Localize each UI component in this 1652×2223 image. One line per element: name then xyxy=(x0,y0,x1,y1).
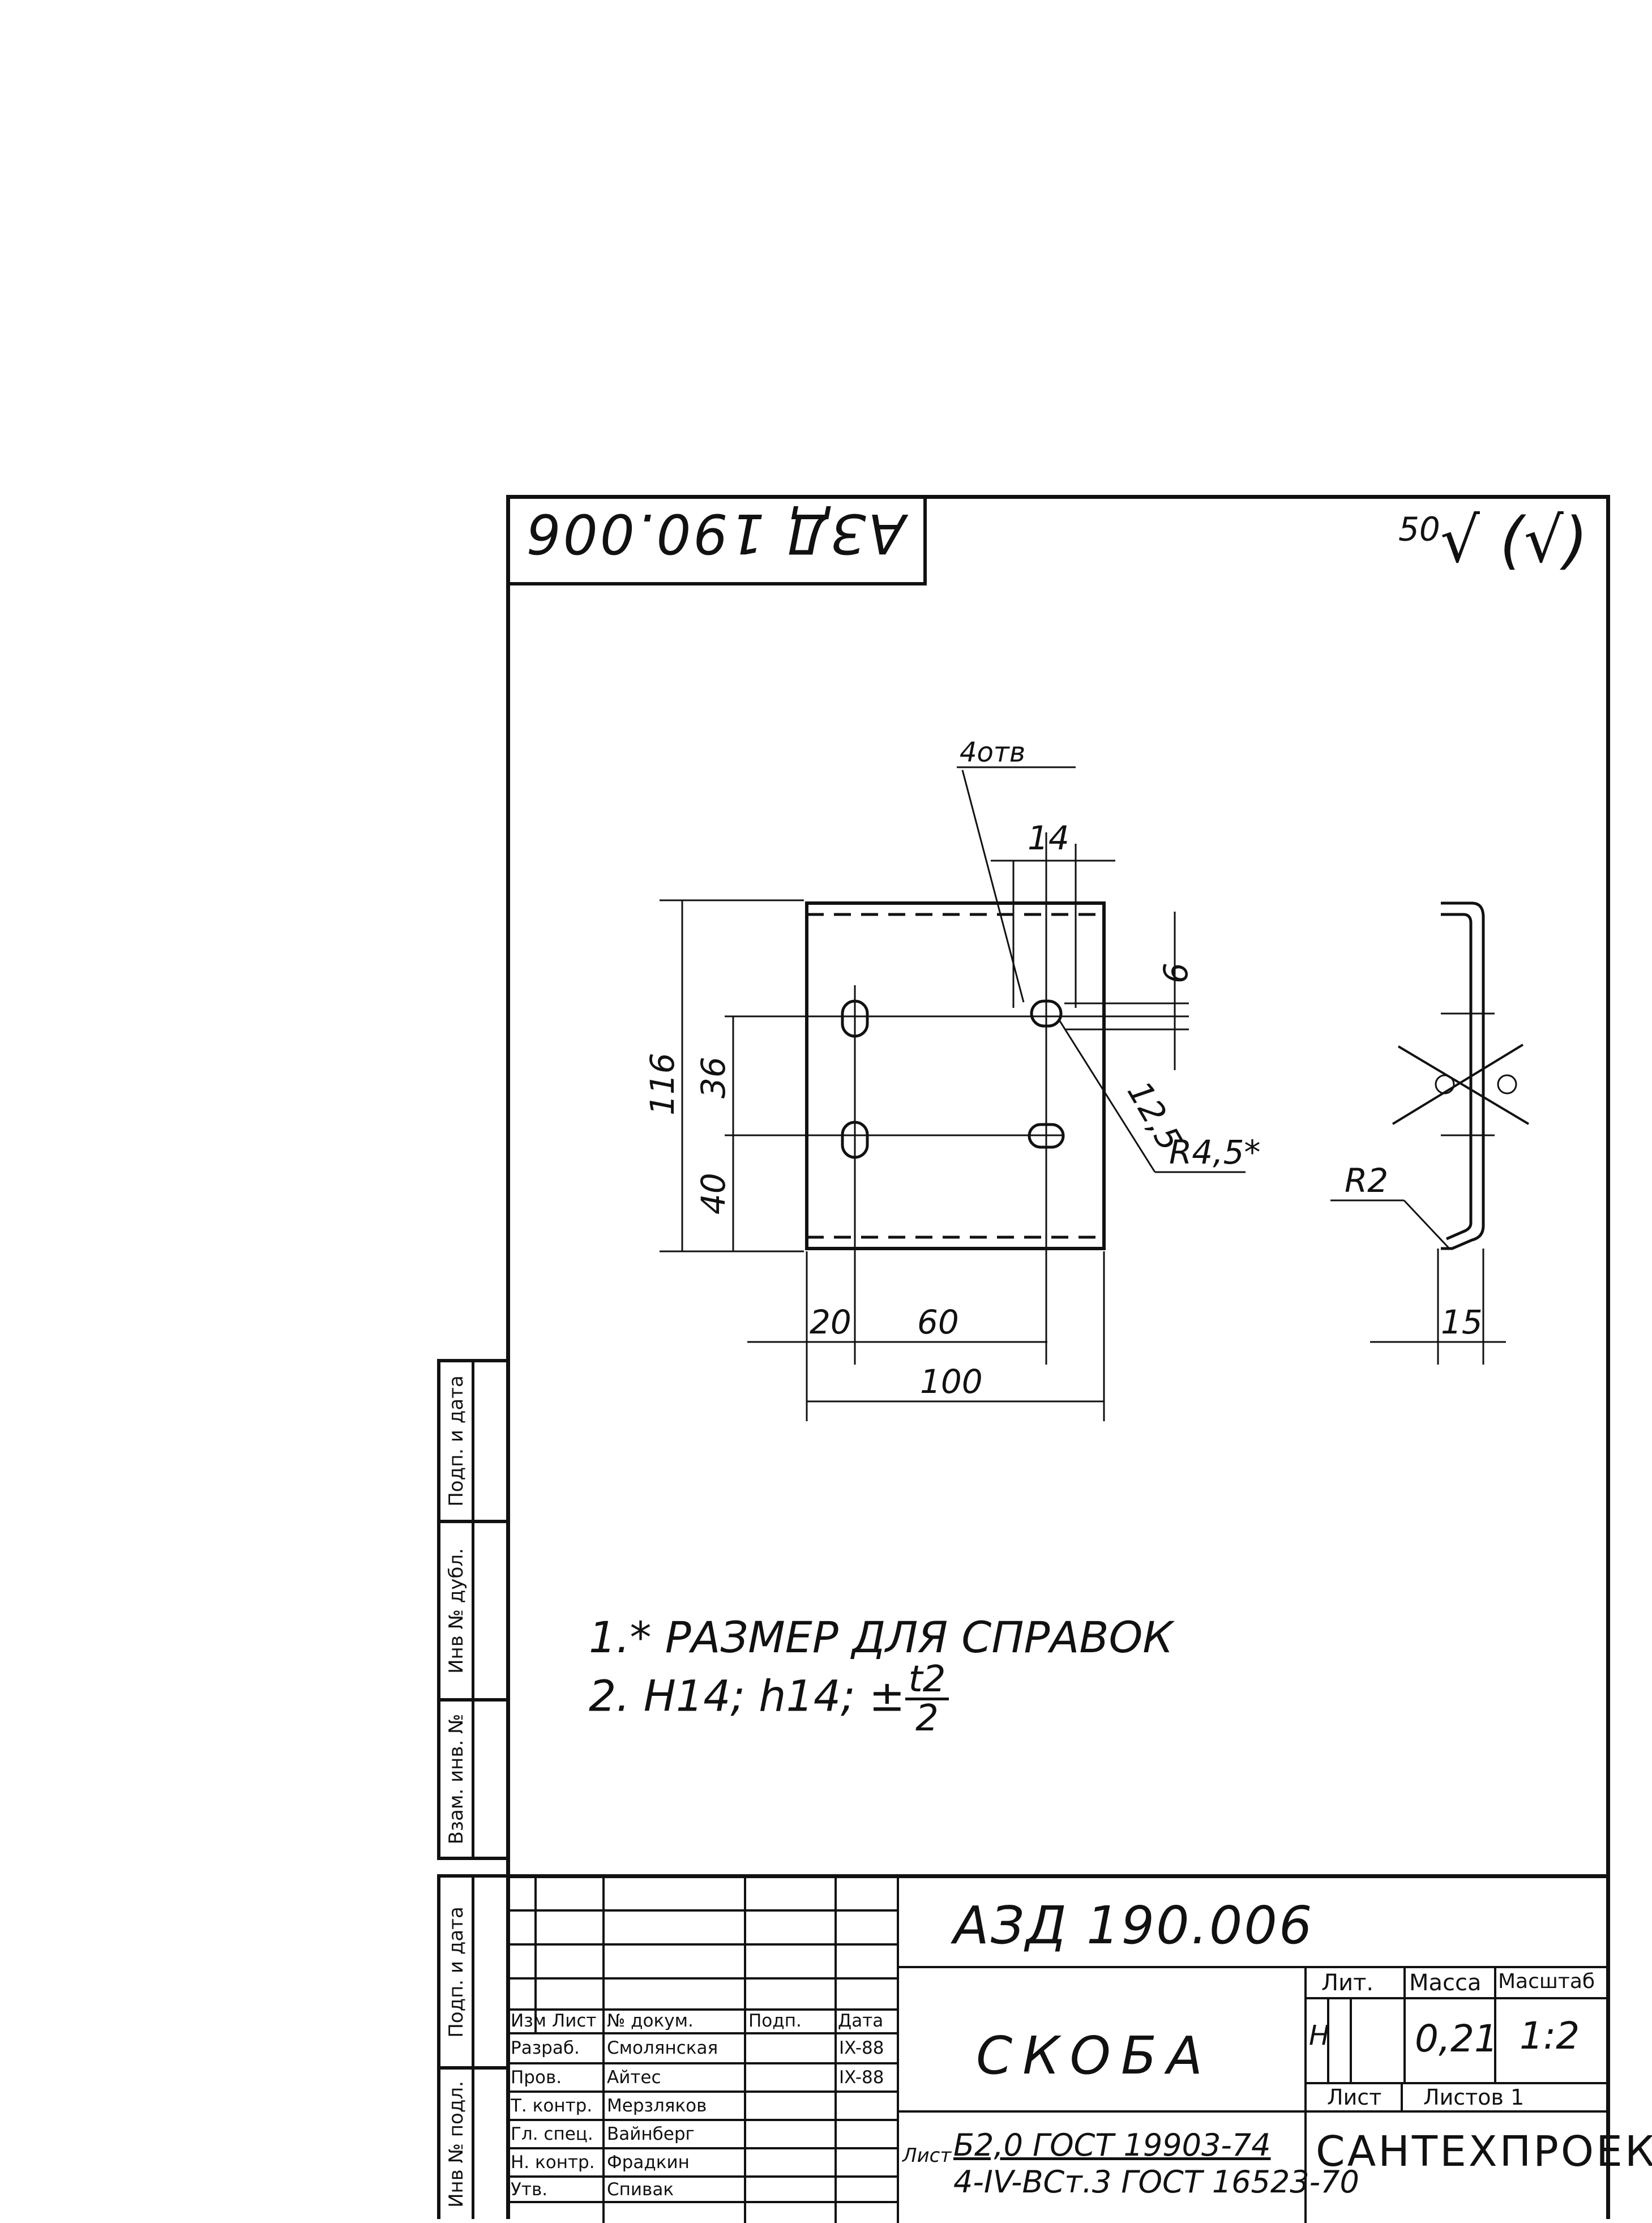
slot-hole-bottom-left xyxy=(841,1121,869,1159)
scale-label: Масштаб xyxy=(1498,1970,1595,1993)
material-line-2: 4-IV-ВСт.3 ГОСТ 16523-70 xyxy=(953,2164,1359,2200)
header-doc-number: № докум. xyxy=(607,2012,694,2030)
label-d20: 20 xyxy=(810,1303,851,1341)
document-name: СКОБА xyxy=(976,2025,1213,2086)
material-prefix: Лист xyxy=(902,2144,952,2167)
plate-outline xyxy=(805,901,1106,1250)
label-d40: 40 xyxy=(694,1173,733,1215)
scale-value: 1:2 xyxy=(1520,2014,1580,2058)
role-checker: Пров. xyxy=(511,2069,562,2087)
roughness-mark: 50√ (√) xyxy=(1398,504,1588,576)
label-d9: 9 xyxy=(1155,963,1194,984)
document-number: АЗД 190.006 xyxy=(953,1895,1314,1956)
label-d116: 116 xyxy=(643,1053,682,1115)
mass-value: 0,21 xyxy=(1415,2017,1498,2060)
label-d60: 60 xyxy=(917,1303,959,1341)
leader-r45 xyxy=(1058,1019,1156,1173)
slot-hole-top-left xyxy=(841,999,869,1038)
header-sign: Подп. xyxy=(748,2012,802,2030)
header-izm-list: Изм Лист xyxy=(511,2012,597,2030)
role-approver: Утв. xyxy=(511,2181,548,2199)
role-norm-control: Н. контр. xyxy=(511,2154,595,2171)
name-checker: Айтес xyxy=(607,2069,661,2087)
name-norm-control: Фрадкин xyxy=(607,2154,690,2171)
strip-sign-date: Подп. и дата xyxy=(437,1359,506,1523)
note-2-text: H14; h14; ± xyxy=(643,1670,905,1721)
label-d100: 100 xyxy=(920,1362,983,1401)
material-spec: Б2,0 ГОСТ 19903-74 4-IV-ВСт.3 ГОСТ 16523… xyxy=(953,2127,1359,2201)
label-r4-5: R4,5* xyxy=(1169,1133,1261,1172)
label-r2: R2 xyxy=(1345,1161,1388,1200)
note-1: 1.* РАЗМЕР ДЛЯ СПРАВОК xyxy=(589,1614,1173,1661)
lit-label: Лит. xyxy=(1321,1970,1374,1996)
material-line-1: Б2,0 ГОСТ 19903-74 xyxy=(953,2127,1271,2163)
sheet-label: Лист xyxy=(1327,2085,1382,2110)
strip-inv-podl: Инв № подл. xyxy=(437,2070,506,2219)
title-block: Изм Лист № докум. Подп. Дата Разраб. Смо… xyxy=(506,1874,1652,2223)
sheets-label: Листов 1 xyxy=(1423,2085,1525,2110)
role-chief-spec: Гл. спец. xyxy=(511,2126,593,2143)
fraction-numerator: t2 xyxy=(905,1661,949,1700)
roughness-symbol: √ (√) xyxy=(1440,504,1588,576)
label-d36: 36 xyxy=(694,1057,733,1098)
note-1-text: РАЗМЕР ДЛЯ СПРАВОК xyxy=(665,1612,1174,1662)
slot-hole-bottom-right xyxy=(1028,1123,1065,1149)
organization-name: САНТЕХПРОЕКТ xyxy=(1316,2127,1652,2176)
lit-value: Н xyxy=(1309,2020,1330,2051)
label-holes: 4отв xyxy=(960,737,1025,768)
date-checker: IX-88 xyxy=(839,2069,884,2087)
name-developer: Смолянская xyxy=(607,2040,718,2057)
strip-vzam-inv: Взам. инв. № xyxy=(437,1702,506,1860)
mass-label: Масса xyxy=(1409,1970,1482,1996)
rotated-document-stamp: АЗД 190.006 xyxy=(506,495,927,585)
label-d14: 14 xyxy=(1028,819,1069,857)
roughness-value: 50 xyxy=(1398,510,1440,549)
header-date: Дата xyxy=(838,2012,884,2030)
role-developer: Разраб. xyxy=(511,2040,580,2057)
strip-sign-date-2: Подп. и дата xyxy=(437,1874,506,2070)
name-tech-control: Мерзляков xyxy=(607,2097,707,2115)
approval-grid: Изм Лист № докум. Подп. Дата Разраб. Смо… xyxy=(506,1878,899,2223)
date-developer: IX-88 xyxy=(839,2040,884,2057)
slot-hole-top-right xyxy=(1030,999,1063,1028)
name-chief-spec: Вайнберг xyxy=(607,2126,695,2143)
side-profile xyxy=(1441,901,1485,1250)
name-approver: Спивак xyxy=(607,2181,674,2199)
role-tech-control: Т. контр. xyxy=(511,2097,593,2115)
label-d15: 15 xyxy=(1441,1303,1483,1341)
note-2-number: 2. xyxy=(589,1670,630,1721)
note-1-number: 1.* xyxy=(589,1612,652,1662)
drawing-frame xyxy=(506,495,1610,2219)
fraction-denominator: 2 xyxy=(915,1697,939,1739)
strip-inv-dubl: Инв № дубл. xyxy=(437,1523,506,1702)
